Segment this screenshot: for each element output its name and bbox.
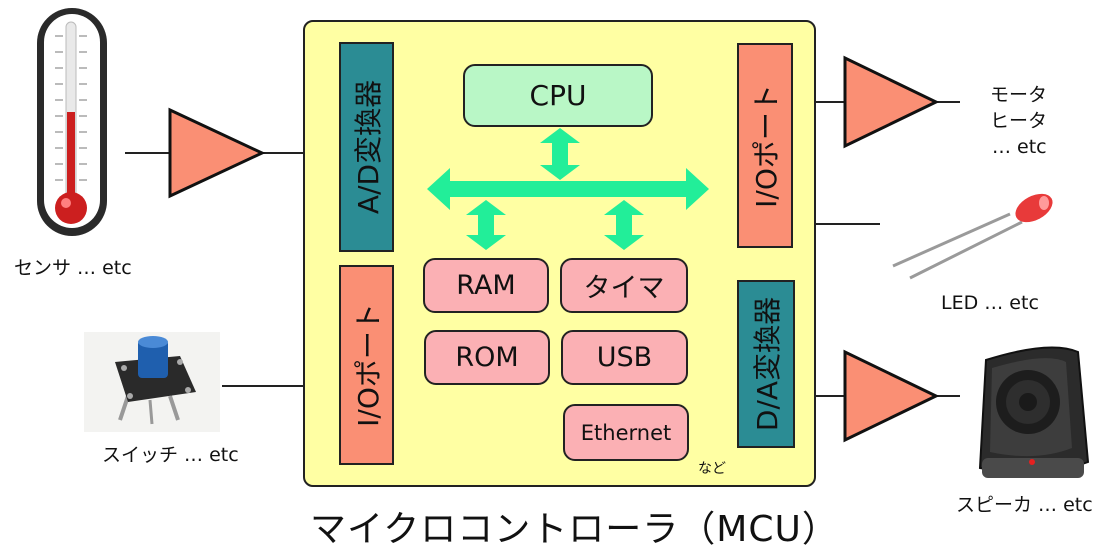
led-icon <box>892 193 1053 280</box>
speaker-icon <box>978 346 1090 478</box>
mcu-title: マイクロコントローラ（MCU） <box>310 509 839 550</box>
ethernet-block: Ethernet <box>563 404 689 461</box>
ram-block: RAM <box>423 258 549 313</box>
timer-label: タイマ <box>583 273 665 304</box>
ram-label: RAM <box>456 270 516 301</box>
ethernet-label: Ethernet <box>580 420 672 445</box>
cpu-block: CPU <box>463 64 653 127</box>
amplifier-icon <box>843 349 940 443</box>
thermometer-icon <box>37 8 107 236</box>
rom-label: ROM <box>455 342 519 373</box>
switch-label: スイッチ … etc <box>102 444 239 466</box>
rom-block: ROM <box>424 330 550 385</box>
motor-label: モータ <box>990 84 1048 106</box>
timer-block: タイマ <box>560 258 688 313</box>
heater-label: ヒータ <box>990 110 1048 132</box>
io-port-right: I/Oポート <box>737 43 793 248</box>
speaker-label: スピーカ … etc <box>956 494 1093 516</box>
usb-label: USB <box>596 342 653 373</box>
da-converter: D/A変換器 <box>737 280 795 448</box>
led-label: LED … etc <box>941 292 1039 314</box>
etc-note: など <box>698 461 726 477</box>
bus-arrows-icon <box>427 128 709 250</box>
usb-block: USB <box>561 330 688 385</box>
push-switch-icon <box>84 332 220 432</box>
sensor-label: センサ … etc <box>14 257 132 279</box>
io-port-left: I/Oポート <box>339 265 394 465</box>
amplifier-icon <box>843 55 940 149</box>
ad-converter: A/D変換器 <box>339 42 394 252</box>
cpu-label: CPU <box>529 79 587 112</box>
motor-etc-label: … etc <box>992 136 1047 158</box>
amplifier-icon <box>168 107 266 199</box>
